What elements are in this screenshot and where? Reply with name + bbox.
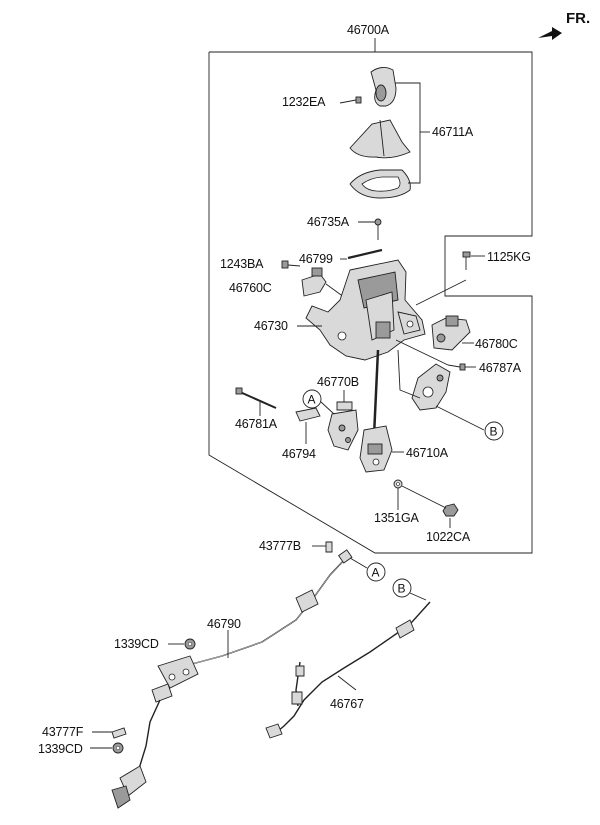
marker-a1-label: A xyxy=(308,393,316,407)
cable-46767 xyxy=(265,601,431,739)
label-1351GA: 1351GA xyxy=(374,511,420,525)
label-46711A: 46711A xyxy=(432,125,474,139)
leader-marker-b1 xyxy=(435,405,485,431)
clip-46770B xyxy=(336,401,353,411)
label-1339CD-top: 1339CD xyxy=(114,637,159,651)
screw-46787A xyxy=(447,363,466,371)
label-46790: 46790 xyxy=(207,617,241,631)
clip-43777F xyxy=(111,727,127,739)
marker-b1: B xyxy=(484,421,504,441)
cable-46790 xyxy=(111,549,353,809)
marker-a2-label: A xyxy=(372,566,380,580)
solenoid-46780C xyxy=(431,315,471,351)
leader-46787A-target xyxy=(395,339,449,366)
label-43777F: 43777F xyxy=(42,725,84,739)
marker-a1: A xyxy=(302,389,322,409)
label-46799: 46799 xyxy=(299,252,333,266)
label-46787A: 46787A xyxy=(479,361,522,375)
shifter-housing-46730 xyxy=(305,259,426,361)
assembly-label: 46700A xyxy=(347,23,390,37)
washer-1351GA xyxy=(393,479,403,489)
label-1243BA: 1243BA xyxy=(220,257,264,271)
shift-rod xyxy=(372,349,380,437)
marker-b2-label: B xyxy=(398,582,406,596)
label-1022CA: 1022CA xyxy=(426,530,471,544)
label-1232EA: 1232EA xyxy=(282,95,326,109)
marker-b1-label: B xyxy=(490,425,498,439)
bolt-46781A xyxy=(235,387,277,409)
marker-a2: A xyxy=(366,562,386,582)
lever-bracket-a xyxy=(327,409,359,451)
label-46760C: 46760C xyxy=(229,281,272,295)
pin-46735A xyxy=(374,218,382,240)
screw-1232EA xyxy=(339,96,362,104)
nut-1339CD-bottom xyxy=(112,742,124,754)
leader-marker-a1 xyxy=(320,401,335,415)
assembly-box xyxy=(208,51,533,554)
leader-1022CA xyxy=(401,485,447,509)
label-1125KG: 1125KG xyxy=(487,250,531,264)
front-arrow-icon xyxy=(538,27,562,40)
shift-boot xyxy=(349,119,411,159)
label-46735A: 46735A xyxy=(307,215,350,229)
front-direction-indicator: FR. xyxy=(538,10,590,40)
label-46794: 46794 xyxy=(282,447,316,461)
leader-1125KG-target xyxy=(415,279,467,306)
shift-knob xyxy=(370,67,397,107)
front-label: FR. xyxy=(566,10,590,27)
leader-46767 xyxy=(337,675,357,691)
nut-1339CD-top xyxy=(184,638,196,650)
label-46770B: 46770B xyxy=(317,375,359,389)
leader-marker-a2 xyxy=(349,557,368,569)
bolt-1243BA xyxy=(281,260,301,269)
boot-bezel xyxy=(349,169,411,199)
label-46710A: 46710A xyxy=(406,446,449,460)
clip-43777B xyxy=(325,541,333,553)
label-1339CD-bottom: 1339CD xyxy=(38,742,83,756)
label-46781A: 46781A xyxy=(235,417,278,431)
leader-bracket xyxy=(397,349,421,399)
rod-46799 xyxy=(347,248,383,260)
plate-46794 xyxy=(295,407,321,422)
assembly-outline: 46700A xyxy=(208,23,533,554)
cable-bracket-b xyxy=(411,363,451,411)
label-43777B: 43777B xyxy=(259,539,301,553)
lower-lever-46710A xyxy=(359,425,393,473)
bracket-46711A xyxy=(395,82,421,184)
bolt-1125KG xyxy=(462,251,471,270)
nut-1022CA xyxy=(442,503,459,517)
label-46767: 46767 xyxy=(330,697,364,711)
sensor-46760C xyxy=(301,267,327,297)
label-46730: 46730 xyxy=(254,319,288,333)
label-46780C: 46780C xyxy=(475,337,518,351)
marker-b2: B xyxy=(392,578,412,598)
leader-marker-b2 xyxy=(409,592,427,601)
